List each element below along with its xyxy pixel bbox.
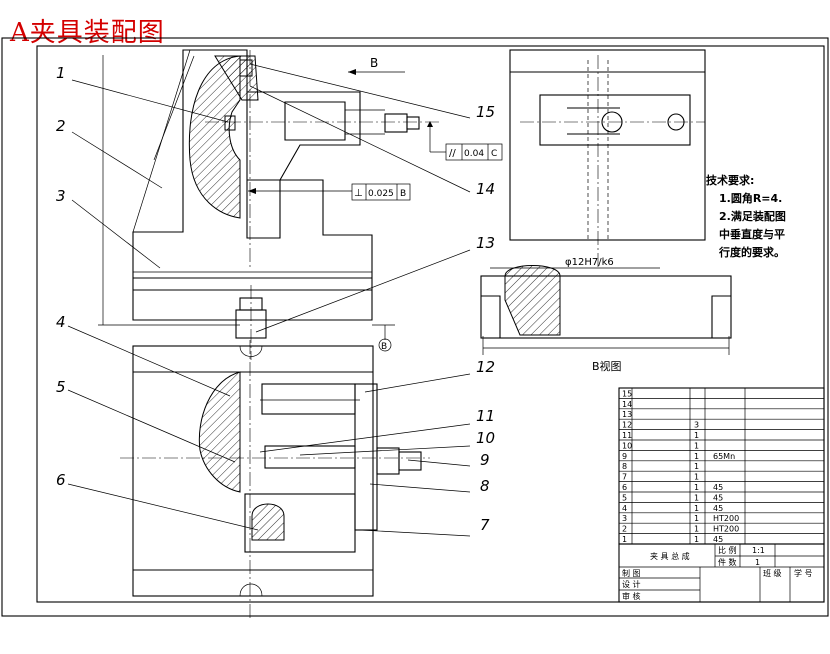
parts-row-no: 4 — [622, 504, 627, 513]
tech-requirements: 技术要求: 1.圆角R=4. 2.满足装配图 中垂直度与平 行度的要求。 — [706, 173, 786, 259]
parts-row-no: 6 — [622, 483, 627, 492]
balloon-10: 10 — [476, 429, 495, 447]
title-block: 夹 具 总 成 比 例 1:1 件 数 1 制 图 设 计 审 核 班 级 学 … — [618, 543, 825, 603]
title-block-name: 夹 具 总 成 — [650, 551, 690, 561]
parts-row-qty: 1 — [694, 462, 699, 471]
parts-row-no: 15 — [622, 389, 632, 398]
parts-row-material: HT200 — [713, 514, 739, 523]
tech-req-heading: 技术要求: — [706, 173, 754, 187]
balloon-4: 4 — [56, 313, 66, 331]
balloon-15: 15 — [476, 103, 495, 121]
perpendicular-symbol: ⊥ — [354, 188, 363, 199]
balloon-7: 7 — [480, 516, 490, 534]
parts-row-qty: 1 — [694, 525, 699, 534]
title-block-scale: 1:1 — [752, 546, 765, 555]
parts-row-no: 2 — [622, 525, 627, 534]
perpendicular-datum: B — [400, 189, 406, 199]
parts-row-material: 45 — [713, 483, 723, 492]
main-view-upper: B B // 0.04 C ⊥ 0.025 B — [98, 49, 503, 360]
balloon-3: 3 — [56, 187, 66, 205]
parts-row-qty: 1 — [694, 493, 699, 502]
parts-row-no: 3 — [622, 514, 627, 523]
title-block-class: 班 级 — [763, 568, 782, 578]
outer-frame — [1, 37, 829, 617]
parts-row-qty: 1 — [694, 431, 699, 440]
view-b-caption: B视图 — [592, 359, 622, 373]
tech-req-line-3: 中垂直度与平 — [719, 227, 785, 241]
title-block-row-2: 设 计 — [622, 579, 641, 589]
parallel-value: 0.04 — [464, 149, 484, 159]
balloon-9: 9 — [480, 451, 490, 469]
parts-row-no: 7 — [622, 473, 627, 482]
parts-row-material: HT200 — [713, 525, 739, 534]
balloon-14: 14 — [476, 180, 495, 198]
balloon-numbers: 1 2 3 4 5 6 7 8 9 10 11 12 13 14 15 — [56, 64, 495, 534]
title-block-scale-label: 比 例 — [718, 545, 737, 555]
parts-row-qty: 1 — [694, 441, 699, 450]
view-b-arrow-label: B — [370, 56, 378, 70]
parts-row-qty: 1 — [694, 535, 699, 544]
tech-req-line-2: 2.满足装配图 — [719, 209, 786, 223]
parts-row-qty: 1 — [694, 504, 699, 513]
datum-b-label: B — [381, 342, 387, 352]
parts-row-qty: 1 — [694, 514, 699, 523]
fit-label: φ12H7/k6 — [565, 257, 614, 268]
inner-frame — [36, 45, 825, 603]
parts-row-no: 5 — [622, 493, 627, 502]
balloon-13: 13 — [476, 234, 495, 252]
view-b: φ12H7/k6 B视图 — [480, 49, 732, 373]
title-block-count-label: 件 数 — [718, 557, 737, 567]
parts-row-material: 65Mn — [713, 452, 735, 461]
parts-row-qty: 1 — [694, 452, 699, 461]
parts-row-no: 10 — [622, 441, 632, 450]
parts-row-no: 12 — [622, 421, 632, 430]
parts-row-qty: 1 — [694, 473, 699, 482]
balloon-5: 5 — [56, 378, 66, 396]
parts-row-no: 9 — [622, 452, 627, 461]
drawing-title: A夹具装配图 — [10, 18, 165, 48]
balloon-1: 1 — [56, 64, 66, 82]
parts-row-no: 13 — [622, 410, 632, 419]
perpendicular-value: 0.025 — [368, 189, 394, 199]
parts-row-material: 45 — [713, 535, 723, 544]
title-block-student: 学 号 — [794, 568, 813, 578]
title-block-count: 1 — [755, 558, 760, 567]
parallel-datum: C — [491, 149, 497, 159]
parts-row-material: 45 — [713, 504, 723, 513]
parts-row-qty: 3 — [694, 421, 699, 430]
tech-req-line-4: 行度的要求。 — [718, 245, 785, 259]
balloon-8: 8 — [480, 477, 490, 495]
balloon-2: 2 — [56, 117, 66, 135]
parts-row-no: 1 — [622, 535, 627, 544]
parts-row-material: 45 — [713, 493, 723, 502]
parts-row-no: 8 — [622, 462, 627, 471]
leader-lines — [67, 49, 471, 537]
parallel-symbol: // — [449, 148, 456, 159]
parts-row-qty: 1 — [694, 483, 699, 492]
parts-row-no: 11 — [622, 431, 632, 440]
balloon-11: 11 — [476, 407, 495, 425]
balloon-6: 6 — [56, 471, 66, 489]
balloon-12: 12 — [476, 358, 495, 376]
title-block-row-1: 制 图 — [622, 568, 641, 578]
tech-req-line-1: 1.圆角R=4. — [719, 191, 782, 205]
parts-row-no: 14 — [622, 400, 632, 409]
title-block-row-3: 审 核 — [622, 591, 641, 601]
main-view-lower — [120, 340, 430, 620]
